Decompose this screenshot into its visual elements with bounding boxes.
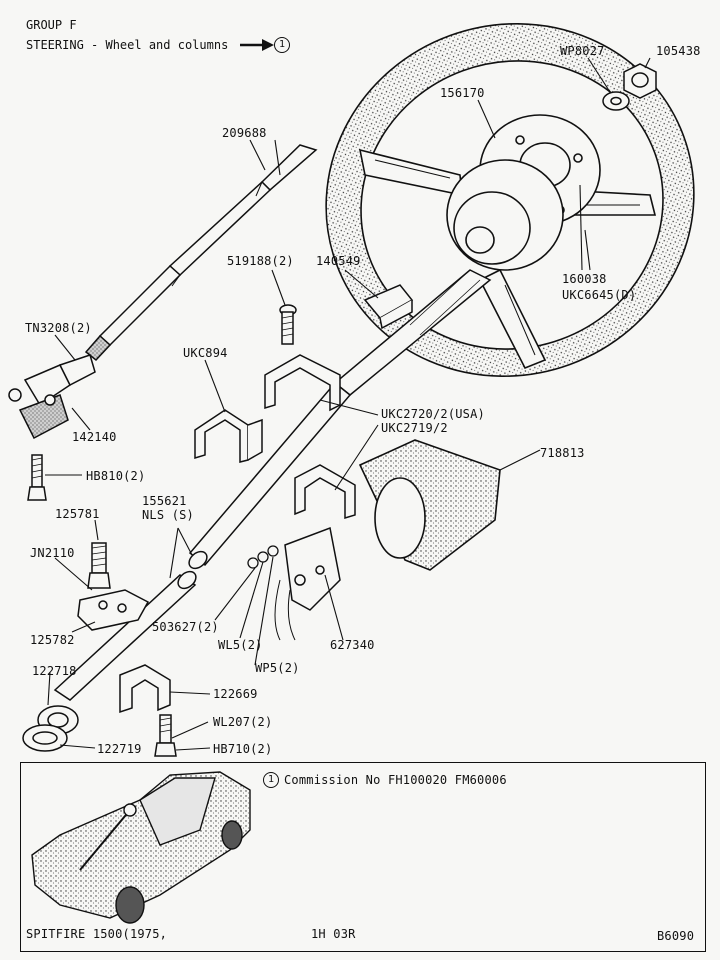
bracket-140549 [363, 284, 414, 330]
part-label: WP8027 [560, 44, 605, 58]
part-label: WL5(2) [218, 638, 263, 652]
reference-mark: 1 [274, 37, 290, 53]
washers-wl5-wp5 [247, 545, 279, 569]
reference-code: B6090 [657, 929, 695, 943]
bolt-hb710 [154, 714, 177, 757]
part-label: 142140 [72, 430, 117, 444]
inner-column-upper [84, 144, 318, 362]
part-label: UKC2719/2 [381, 421, 448, 435]
part-label: 156170 [440, 86, 485, 100]
part-label: 125782 [30, 633, 75, 647]
inset-panel: 1 Commission No FH100020 FM60006 SPITFIR… [20, 762, 706, 952]
page-title-text: STEERING - Wheel and columns [26, 38, 229, 52]
page-code: 1H 03R [311, 927, 356, 941]
bracket-627340 [274, 526, 341, 641]
part-label: UKC6645(D) [562, 288, 637, 302]
bolt-hb810 [27, 454, 47, 501]
part-label: JN2110 [30, 546, 75, 560]
part-label: 105438 [656, 44, 701, 58]
grommets [22, 705, 79, 752]
leader-lines [45, 43, 651, 751]
part-label: WL207(2) [213, 715, 273, 729]
part-label: 160038 [562, 272, 607, 286]
part-label: 718813 [540, 446, 585, 460]
part-label: 627340 [330, 638, 375, 652]
model-name: SPITFIRE 1500(1975, [26, 927, 168, 941]
universal-joint [8, 354, 96, 440]
part-label: TN3208(2) [25, 321, 92, 335]
car-sketch [31, 771, 251, 924]
part-label: 503627(2) [152, 620, 219, 634]
part-label: WP5(2) [255, 661, 300, 675]
note-mark: 1 [263, 772, 279, 788]
arrow-icon [262, 39, 274, 51]
clamp-plate-125782 [77, 589, 150, 631]
nut-and-washer [602, 63, 657, 111]
part-label: 140549 [316, 254, 361, 268]
part-label: 155621 [142, 494, 187, 508]
group-label: GROUP F [26, 18, 77, 32]
part-label: 125781 [55, 507, 100, 521]
page-title: STEERING - Wheel and columns [26, 38, 228, 52]
part-label: 519188(2) [227, 254, 294, 268]
bolt-519188 [279, 304, 297, 345]
clamp-122669 [119, 664, 171, 714]
shroud-718813 [358, 439, 501, 571]
part-label: 209688 [222, 126, 267, 140]
steering-wheel [325, 23, 695, 377]
commission-note: Commission No FH100020 FM60006 [284, 773, 507, 787]
part-label: UKC2720/2(USA) [381, 407, 485, 421]
part-label: NLS (S) [142, 508, 194, 522]
part-label: HB810(2) [86, 469, 146, 483]
outer-column [53, 269, 492, 701]
part-label: UKC894 [183, 346, 228, 360]
part-label: 122719 [97, 742, 142, 756]
bolt-125781 [87, 542, 111, 589]
part-label: 122718 [32, 664, 77, 678]
part-label: HB710(2) [213, 742, 273, 756]
clamp-ukc894 [194, 409, 263, 463]
part-label: 122669 [213, 687, 258, 701]
